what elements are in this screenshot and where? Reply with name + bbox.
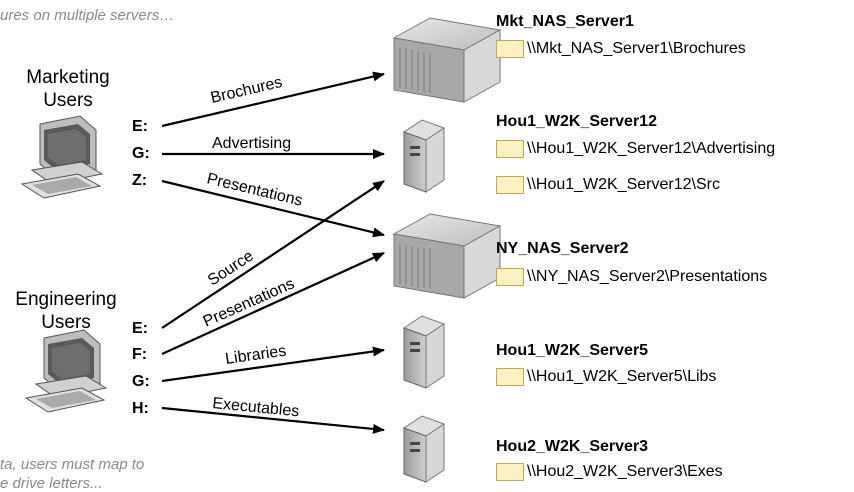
marketing-computer-icon [20, 115, 104, 199]
share-path-row[interactable]: \\Hou1_W2K_Server12\Src [496, 176, 720, 194]
mapping-arrow [161, 180, 385, 329]
share-path-row[interactable]: \\Hou2_W2K_Server3\Exes [496, 463, 723, 481]
group-label-marketing: Marketing Users [14, 66, 122, 112]
drive-letter: G: [132, 145, 150, 162]
mapping-arrow [161, 406, 385, 434]
share-path: \\Hou2_W2K_Server3\Exes [527, 463, 723, 480]
folder-icon [496, 176, 524, 194]
tower-server-icon [402, 315, 446, 389]
folder-icon [496, 268, 524, 286]
share-path-row[interactable]: \\Hou1_W2K_Server12\Advertising [496, 140, 775, 158]
share-path-row[interactable]: \\NY_NAS_Server2\Presentations [496, 268, 767, 286]
group-label-line: Engineering [15, 289, 117, 310]
folder-icon [496, 140, 524, 158]
nas-server-icon [392, 17, 502, 103]
drive-letter: Z: [132, 172, 148, 189]
share-path-row[interactable]: \\Hou1_W2K_Server5\Libs [496, 368, 716, 386]
arrow-label: Brochures [209, 74, 284, 107]
engineering-computer-icon [24, 329, 108, 413]
server-name: Hou2_W2K_Server3 [496, 438, 649, 455]
server-name: Hou1_W2K_Server5 [496, 342, 649, 359]
share-path: \\NY_NAS_Server2\Presentations [527, 268, 768, 285]
mapping-arrow [161, 179, 385, 238]
server-name: Mkt_NAS_Server1 [496, 13, 634, 30]
drive-letter: G: [132, 373, 150, 390]
folder-icon [496, 368, 524, 386]
nas-server-icon [392, 213, 502, 299]
group-label-engineering: Engineering Users [2, 288, 130, 334]
share-path: \\Hou1_W2K_Server12\Src [527, 176, 720, 193]
mapping-arrow [161, 71, 385, 128]
caption-bottom: ta, users must map to [0, 456, 145, 473]
caption-bottom-continued: e drive letters... [0, 475, 103, 492]
share-path: \\Hou1_W2K_Server12\Advertising [527, 140, 776, 157]
mapping-arrow [161, 251, 385, 356]
group-label-line: Users [43, 90, 93, 111]
share-path-row[interactable]: \\Mkt_NAS_Server1\Brochures [496, 40, 746, 58]
server-name: Hou1_W2K_Server12 [496, 113, 657, 130]
drive-letter: F: [132, 346, 148, 363]
share-path: \\Mkt_NAS_Server1\Brochures [527, 40, 746, 57]
drive-letter: H: [132, 400, 149, 417]
folder-icon [496, 463, 524, 481]
caption-top: ures on multiple servers… [0, 7, 175, 24]
tower-server-icon [402, 415, 446, 483]
drive-letter: E: [132, 320, 148, 337]
drive-letter: E: [132, 118, 148, 135]
tower-server-icon [402, 119, 446, 193]
group-label-line: Marketing [26, 67, 110, 88]
arrow-label: Advertising [212, 135, 291, 152]
server-name: NY_NAS_Server2 [496, 240, 629, 257]
group-label-line: Users [41, 312, 91, 333]
mapping-arrow [161, 346, 385, 383]
folder-icon [496, 40, 524, 58]
share-path: \\Hou1_W2K_Server5\Libs [527, 368, 717, 385]
